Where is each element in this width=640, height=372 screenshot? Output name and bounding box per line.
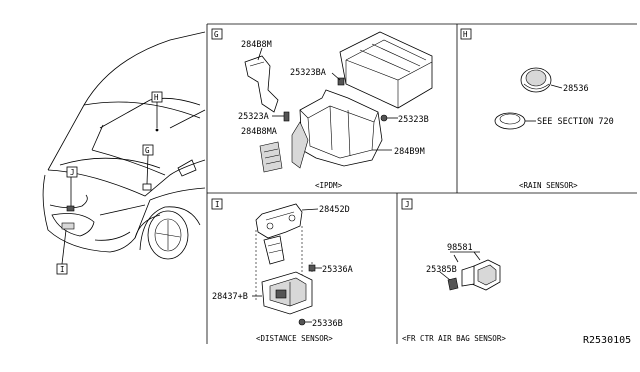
svg-text:SEE SECTION 720: SEE SECTION 720 [537, 117, 614, 127]
svg-text:28536: 28536 [563, 84, 589, 94]
svg-text:25323BA: 25323BA [290, 68, 326, 78]
svg-text:25323A: 25323A [238, 112, 269, 122]
svg-text:25323B: 25323B [398, 115, 429, 125]
rain-sensor-assembly: 28536 SEE SECTION 720 [494, 67, 614, 130]
air-bag-sensor-assembly: 98581 25385B [426, 243, 501, 291]
distance-sensor-assembly: 28452D 25336A 28437+B 25336B [212, 203, 353, 329]
panel-tag-h: H [460, 28, 472, 40]
panel-tag-g: G [211, 28, 223, 40]
reference-code: R2530105 [583, 335, 631, 346]
air-bag-sensor-caption: <FR CTR AIR BAG SENSOR> [402, 334, 506, 343]
panel-frames [206, 23, 637, 344]
svg-text:28437+B: 28437+B [212, 292, 248, 302]
svg-text:25336B: 25336B [312, 319, 343, 329]
ipdm-assembly: 284B8M 25323BA 25323A 284B8MA 25323B 284… [238, 31, 433, 173]
svg-text:G: G [145, 146, 150, 155]
svg-text:J: J [70, 168, 75, 177]
svg-text:H: H [154, 93, 159, 102]
svg-text:I: I [215, 200, 220, 209]
panel-tag-j: J [401, 198, 413, 210]
rain-sensor-caption: <RAIN SENSOR> [519, 181, 578, 190]
svg-text:25336A: 25336A [322, 265, 353, 275]
svg-text:H: H [463, 30, 468, 39]
svg-text:284B9M: 284B9M [394, 147, 425, 157]
svg-text:284B8MA: 284B8MA [241, 127, 277, 137]
svg-text:284B8M: 284B8M [241, 40, 272, 50]
svg-text:98581: 98581 [447, 243, 473, 253]
car-illustration: H G J I [42, 31, 206, 275]
distance-sensor-caption: <DISTANCE SENSOR> [256, 334, 333, 343]
svg-text:25385B: 25385B [426, 265, 457, 275]
panel-tag-i: I [211, 198, 223, 210]
svg-text:J: J [405, 200, 410, 209]
ipdm-caption: <IPDM> [315, 181, 343, 190]
svg-text:I: I [60, 265, 65, 274]
svg-text:G: G [214, 30, 219, 39]
svg-text:28452D: 28452D [319, 205, 350, 215]
